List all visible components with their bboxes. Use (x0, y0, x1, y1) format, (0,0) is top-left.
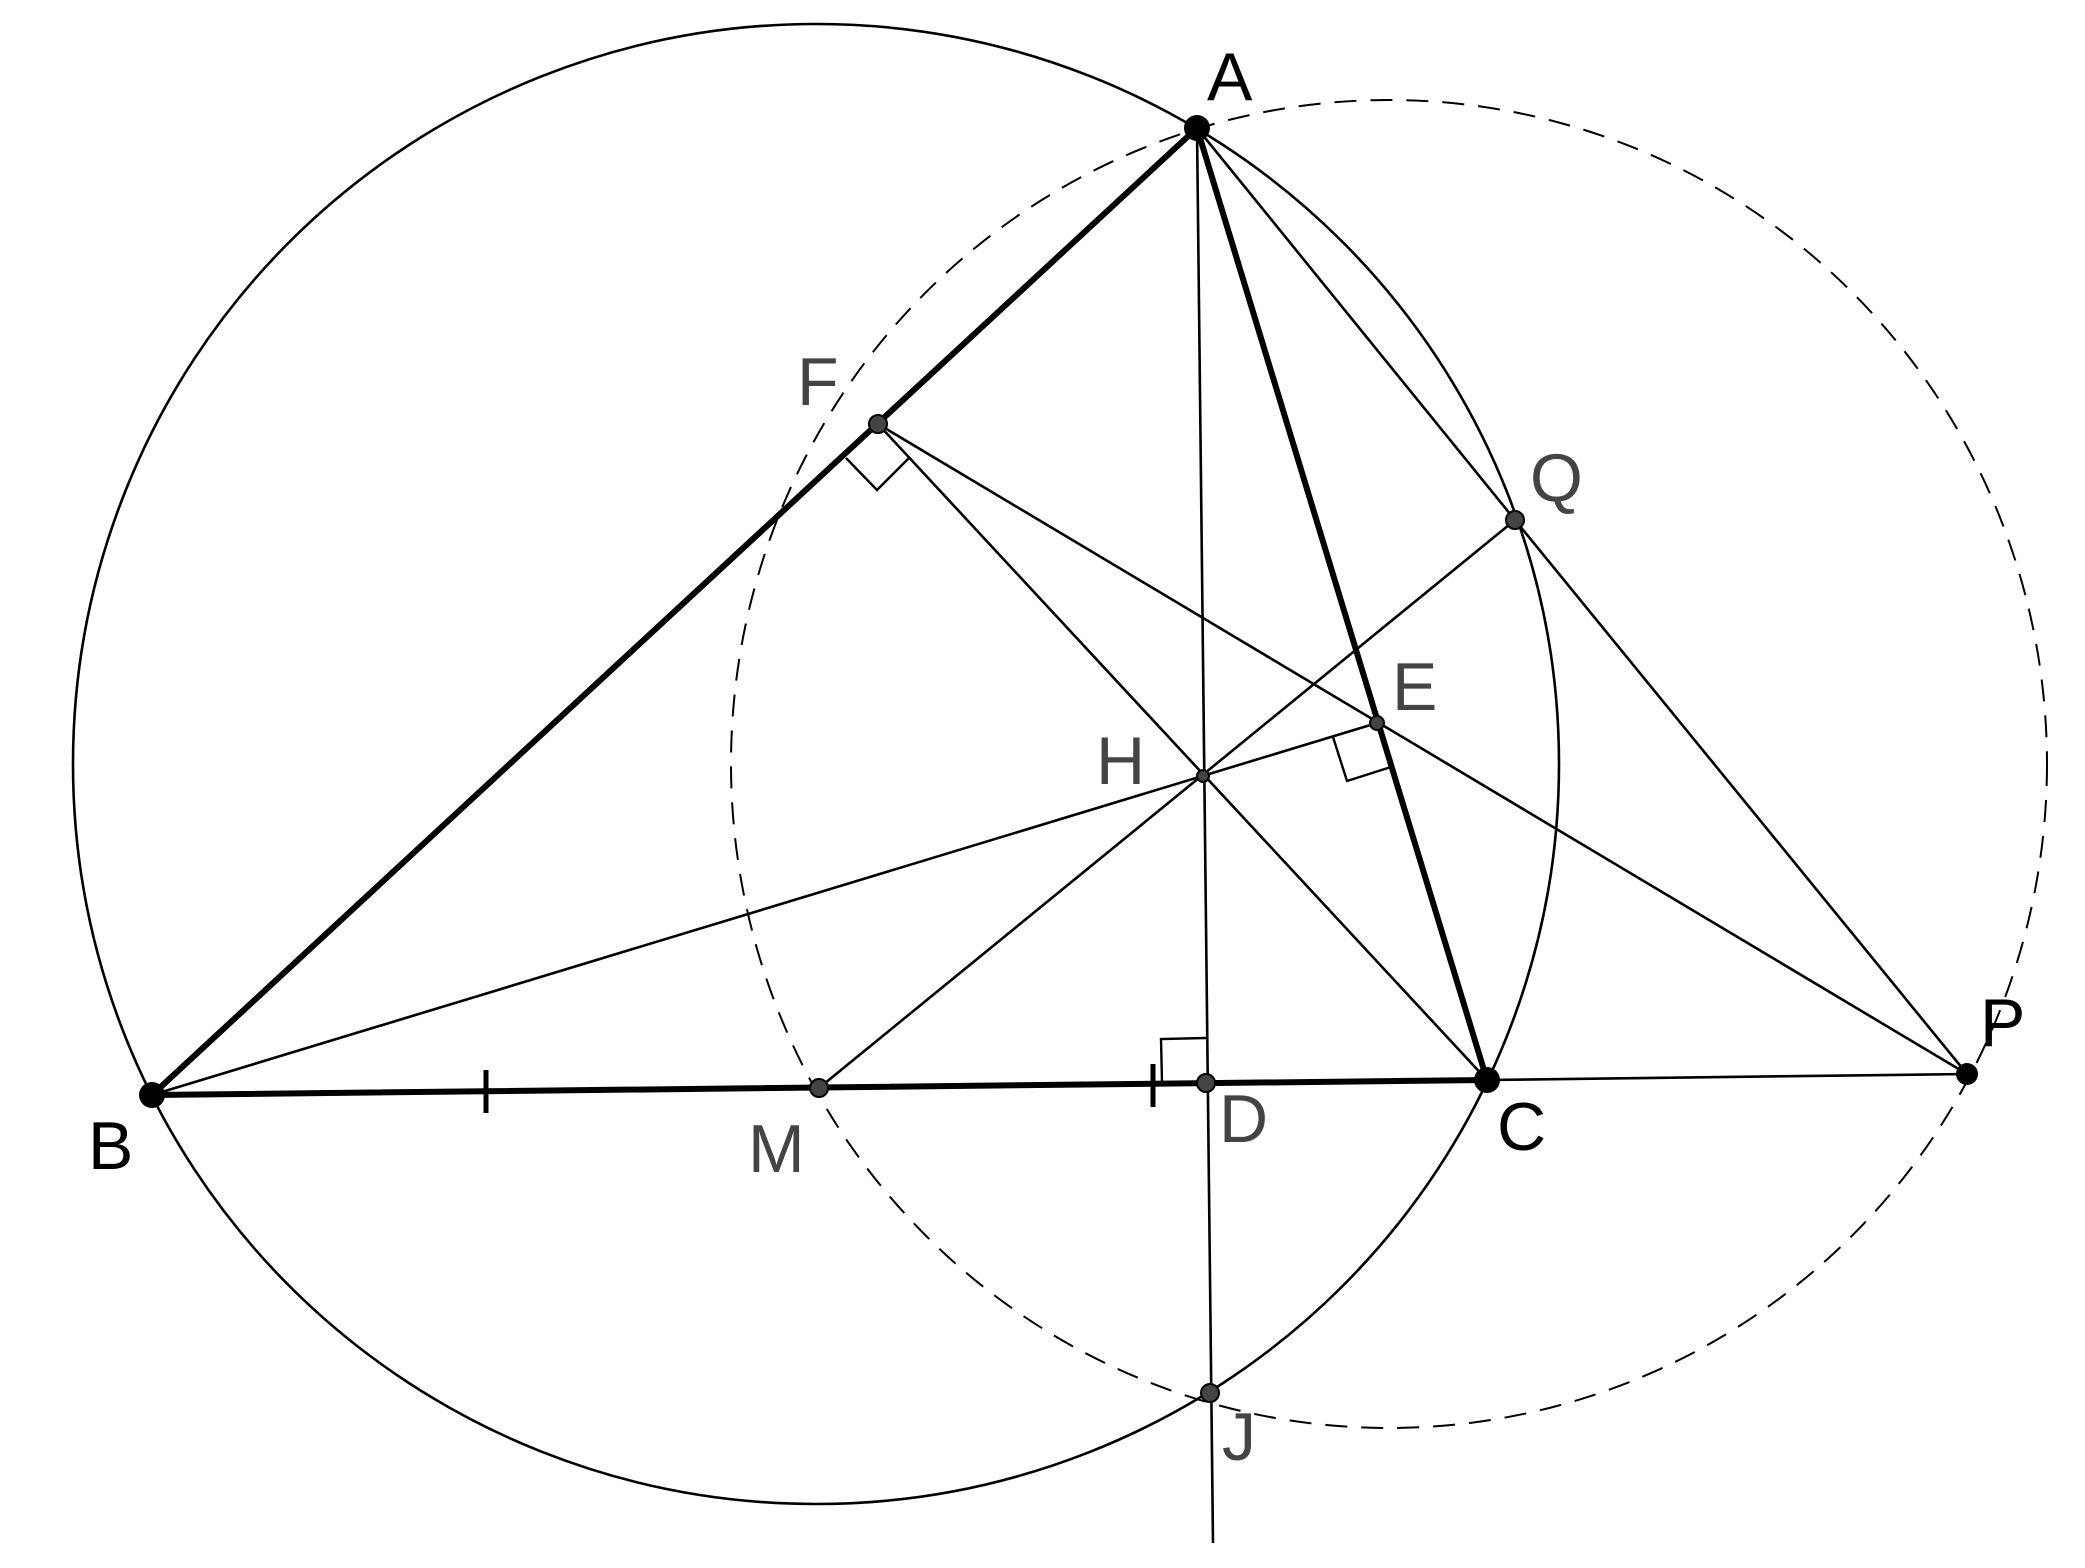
label-H: H (1096, 723, 1145, 799)
line-A-J-altitude (1195, 127, 1215, 1544)
right-angle-marker-F (845, 457, 910, 492)
point-A (1184, 115, 1210, 141)
point-M (809, 1078, 829, 1098)
point-H (1196, 769, 1210, 783)
side-A-C (1194, 125, 1490, 1083)
point-D (1196, 1073, 1216, 1093)
label-E: E (1392, 649, 1437, 725)
dashed-circle (730, 99, 2048, 1429)
point-F (868, 414, 888, 434)
label-A: A (1207, 39, 1253, 115)
point-J (1200, 1383, 1220, 1403)
right-angle-marker-D (1159, 1036, 1207, 1083)
label-B: B (88, 1108, 133, 1184)
line-Q-P (1513, 519, 1969, 1075)
point-B (139, 1082, 165, 1108)
circumcircle (71, 22, 1561, 1506)
label-J: J (1222, 1399, 1256, 1475)
line-C-P (1486, 1072, 1968, 1082)
point-P (1956, 1063, 1978, 1085)
line-F-C (877, 423, 1488, 1081)
point-C (1474, 1067, 1500, 1093)
line-B-E (151, 721, 1378, 1097)
right-angle-marker-E (1331, 736, 1392, 783)
label-P: P (1980, 985, 2025, 1061)
label-F: F (797, 344, 839, 420)
point-E (1369, 715, 1385, 731)
line-A-Q (1195, 127, 1517, 521)
point-Q (1505, 510, 1525, 530)
label-C: C (1497, 1089, 1546, 1165)
label-D: D (1219, 1081, 1268, 1157)
line-M-Q (818, 518, 1516, 1090)
line-F-P (877, 422, 1968, 1076)
side-A-B (149, 125, 1200, 1098)
label-M: M (748, 1111, 805, 1187)
label-Q: Q (1530, 440, 1583, 516)
